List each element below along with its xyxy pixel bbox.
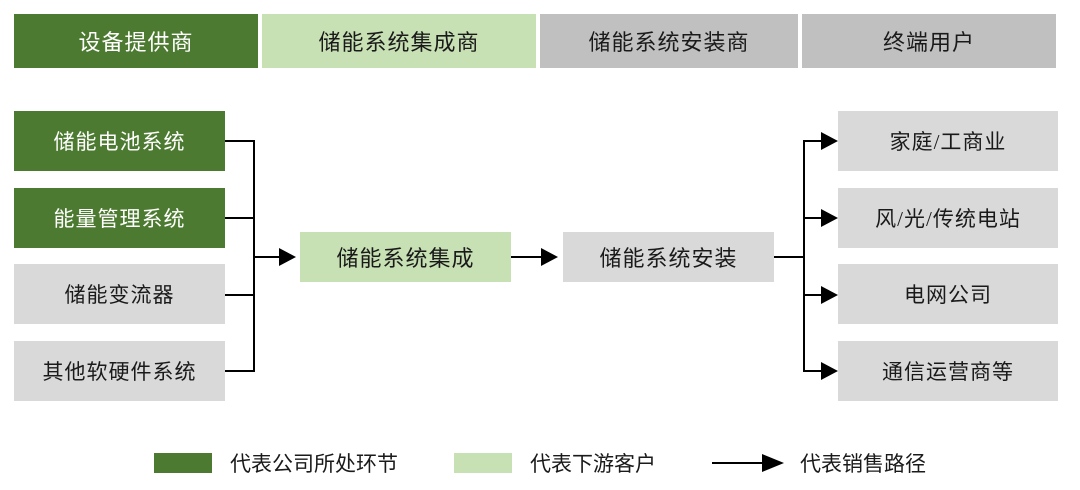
node-other-hardware-software: 其他软硬件系统 [14,341,225,401]
connector-customer-1 [803,140,825,142]
node-label: 电网公司 [904,283,992,307]
legend-arrow-head [762,454,784,472]
arrow-head-customer-3 [821,286,838,304]
legend-swatch-dark-green-icon [154,453,212,473]
node-battery-system: 储能电池系统 [14,111,225,171]
connector-supplier-3 [225,294,255,296]
header-column-system-integrator: 储能系统集成商 [262,14,536,68]
node-label: 储能系统集成 [336,246,475,271]
legend-item-sales-path: 代表销售路径 [712,448,926,478]
header-column-label: 储能系统安装商 [588,30,750,55]
node-grid-company: 电网公司 [838,264,1058,324]
connector-customer-2 [803,217,825,219]
connector-supplier-4 [225,370,255,372]
node-label: 能量管理系统 [53,207,186,231]
legend-item-company-segment: 代表公司所处环节 [154,448,398,478]
arrow-head-to-installation [541,248,558,266]
header-column-label: 设备提供商 [78,30,194,55]
arrow-head-customer-1 [821,132,838,150]
node-system-integration: 储能系统集成 [300,232,511,282]
header-column-end-user: 终端用户 [802,14,1056,68]
legend-label: 代表下游客户 [530,452,656,476]
arrow-head-customer-2 [821,209,838,227]
node-residential-commercial: 家庭/工商业 [838,111,1058,171]
node-label: 其他软硬件系统 [42,360,197,384]
header-column-system-installer: 储能系统安装商 [540,14,798,68]
legend-arrow-shaft [712,462,766,464]
node-telecom-operator: 通信运营商等 [838,341,1058,401]
connector-integration-to-installation [511,256,543,258]
node-label: 储能电池系统 [53,130,186,154]
legend-swatch-light-green-icon [454,453,512,473]
connector-installation-to-customers [774,256,805,258]
connector-supplier-2 [225,217,255,219]
legend-item-downstream-customer: 代表下游客户 [454,448,656,478]
connector-customer-4 [803,370,825,372]
header-column-equipment-supplier: 设备提供商 [14,14,258,68]
node-energy-management-system: 能量管理系统 [14,188,225,248]
header-column-label: 储能系统集成商 [318,30,480,55]
node-label: 风/光/传统电站 [875,207,1021,231]
legend: 代表公司所处环节 代表下游客户 代表销售路径 [0,440,1080,486]
header-column-label: 终端用户 [882,30,975,55]
node-label: 通信运营商等 [882,360,1014,384]
legend-label: 代表销售路径 [800,452,926,476]
node-power-conversion-system: 储能变流器 [14,264,225,324]
node-wind-solar-conventional-plant: 风/光/传统电站 [838,188,1058,248]
arrow-head-to-integration [279,248,296,266]
legend-label: 代表公司所处环节 [230,452,398,476]
node-label: 家庭/工商业 [889,130,1007,154]
connector-customer-spine [803,140,805,372]
node-system-installation: 储能系统安装 [563,232,774,282]
legend-arrow-icon [712,454,784,472]
node-label: 储能变流器 [64,283,175,307]
connector-supplier-to-integration [253,256,281,258]
connector-supplier-1 [225,140,255,142]
arrow-head-customer-4 [821,362,838,380]
node-label: 储能系统安装 [599,246,738,271]
connector-customer-3 [803,294,825,296]
